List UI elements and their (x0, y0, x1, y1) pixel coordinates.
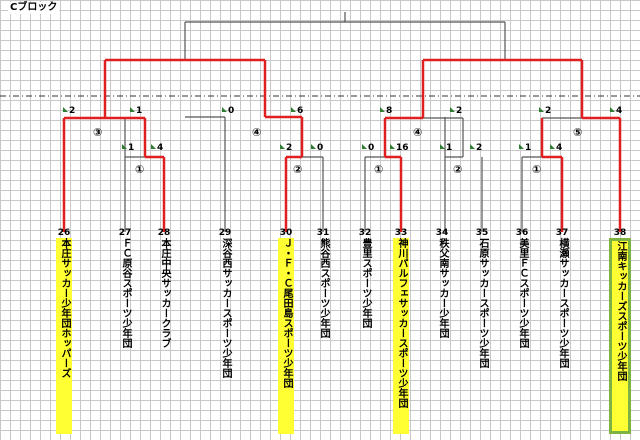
team-entry: 石原サッカースポーツ少年団 (474, 238, 490, 434)
team-number: 38 (613, 228, 627, 238)
flag-icon (519, 144, 524, 149)
flag-icon (311, 144, 316, 149)
match-score: 1 (525, 143, 532, 153)
team-number: 26 (57, 228, 71, 238)
team-name: 本庄サッカー少年団ホッパーズ (59, 238, 70, 378)
team-name: 神川パルフェサッカースポーツ少年団 (396, 238, 407, 408)
flag-icon (291, 107, 296, 112)
team-name: 江南キッカーズスポーツ少年団 (615, 241, 626, 381)
team-name: 熊谷西スポーツ少年団 (318, 238, 329, 338)
match-score: 1 (128, 143, 135, 153)
team-name: 豊里スポーツ少年団 (360, 238, 371, 328)
match-score: 6 (297, 106, 304, 116)
match-score: 16 (396, 143, 409, 153)
team-entry: 美里ＦＣスポーツ少年団 (514, 238, 530, 434)
match-score: 1 (136, 106, 143, 116)
flag-icon (470, 144, 475, 149)
flag-icon (222, 107, 227, 112)
flag-icon (380, 107, 385, 112)
team-number: 37 (555, 228, 569, 238)
final-lines (124, 12, 582, 232)
team-number: 32 (358, 228, 372, 238)
match-score: 2 (545, 106, 552, 116)
match-score: 2 (456, 106, 463, 116)
team-entry: ＦＣ原谷スポーツ少年団 (117, 238, 133, 434)
flag-icon (440, 144, 445, 149)
team-name: 石原サッカースポーツ少年団 (477, 238, 488, 368)
flag-icon (610, 107, 615, 112)
match-score: 4 (616, 106, 623, 116)
team-name: ＦＣ原谷スポーツ少年団 (120, 238, 131, 348)
flag-icon (122, 144, 127, 149)
match-score: 0 (228, 106, 235, 116)
team-name: 横瀬サッカースポーツ少年団 (557, 238, 568, 368)
team-name: 深谷西サッカースポーツ少年団 (220, 238, 231, 378)
team-name: 秩父南サッカー少年団 (437, 238, 448, 338)
flag-icon (151, 144, 156, 149)
flag-icon (450, 107, 455, 112)
flag-icon (390, 144, 395, 149)
team-entry: 熊谷西スポーツ少年団 (315, 238, 331, 434)
team-number: 33 (394, 228, 408, 238)
team-name: 本庄中央サッカークラブ (159, 238, 170, 348)
team-number: 27 (118, 228, 132, 238)
match-number: ② (453, 163, 463, 176)
match-number: ② (293, 163, 303, 176)
team-entry: 豊里スポーツ少年団 (357, 238, 373, 434)
match-score: 4 (556, 143, 563, 153)
team-entry: 横瀬サッカースポーツ少年団 (554, 238, 570, 434)
flag-icon (362, 144, 367, 149)
match-score: 2 (69, 106, 76, 116)
team-name: Ｊ・Ｆ・Ｃ尾田島スポーツ少年団 (281, 238, 292, 388)
team-entry: 本庄サッカー少年団ホッパーズ (56, 238, 72, 434)
match-number: ① (135, 163, 145, 176)
team-number: 34 (435, 228, 449, 238)
match-number: ① (374, 163, 384, 176)
flag-icon (539, 107, 544, 112)
team-number: 30 (279, 228, 293, 238)
team-entry: Ｊ・Ｆ・Ｃ尾田島スポーツ少年団 (278, 238, 294, 434)
team-number: 35 (475, 228, 489, 238)
team-entry: 江南キッカーズスポーツ少年団 (609, 238, 631, 434)
team-name: 美里ＦＣスポーツ少年団 (517, 238, 528, 348)
flag-icon (130, 107, 135, 112)
match-score: 2 (286, 143, 293, 153)
flag-icon (550, 144, 555, 149)
team-number: 28 (157, 228, 171, 238)
flag-icon (63, 107, 68, 112)
match-number: ③ (93, 126, 103, 139)
flag-icon (280, 144, 285, 149)
team-entry: 秩父南サッカー少年団 (434, 238, 450, 434)
team-entry: 神川パルフェサッカースポーツ少年団 (393, 238, 409, 434)
winner-lines (62, 58, 622, 232)
match-number: ④ (413, 126, 423, 139)
team-number: 31 (316, 228, 330, 238)
block-title: Cブロック (8, 2, 60, 14)
match-score: 4 (157, 143, 164, 153)
match-number: ⑤ (573, 126, 583, 139)
team-number: 36 (515, 228, 529, 238)
match-number: ④ (252, 126, 262, 139)
team-entry: 本庄中央サッカークラブ (156, 238, 172, 434)
match-score: 2 (476, 143, 483, 153)
team-entry: 深谷西サッカースポーツ少年団 (217, 238, 233, 434)
match-score: 0 (317, 143, 324, 153)
team-number: 29 (218, 228, 232, 238)
match-score: 1 (446, 143, 453, 153)
match-score: 0 (368, 143, 375, 153)
match-number: ① (532, 163, 542, 176)
match-score: 8 (386, 106, 393, 116)
